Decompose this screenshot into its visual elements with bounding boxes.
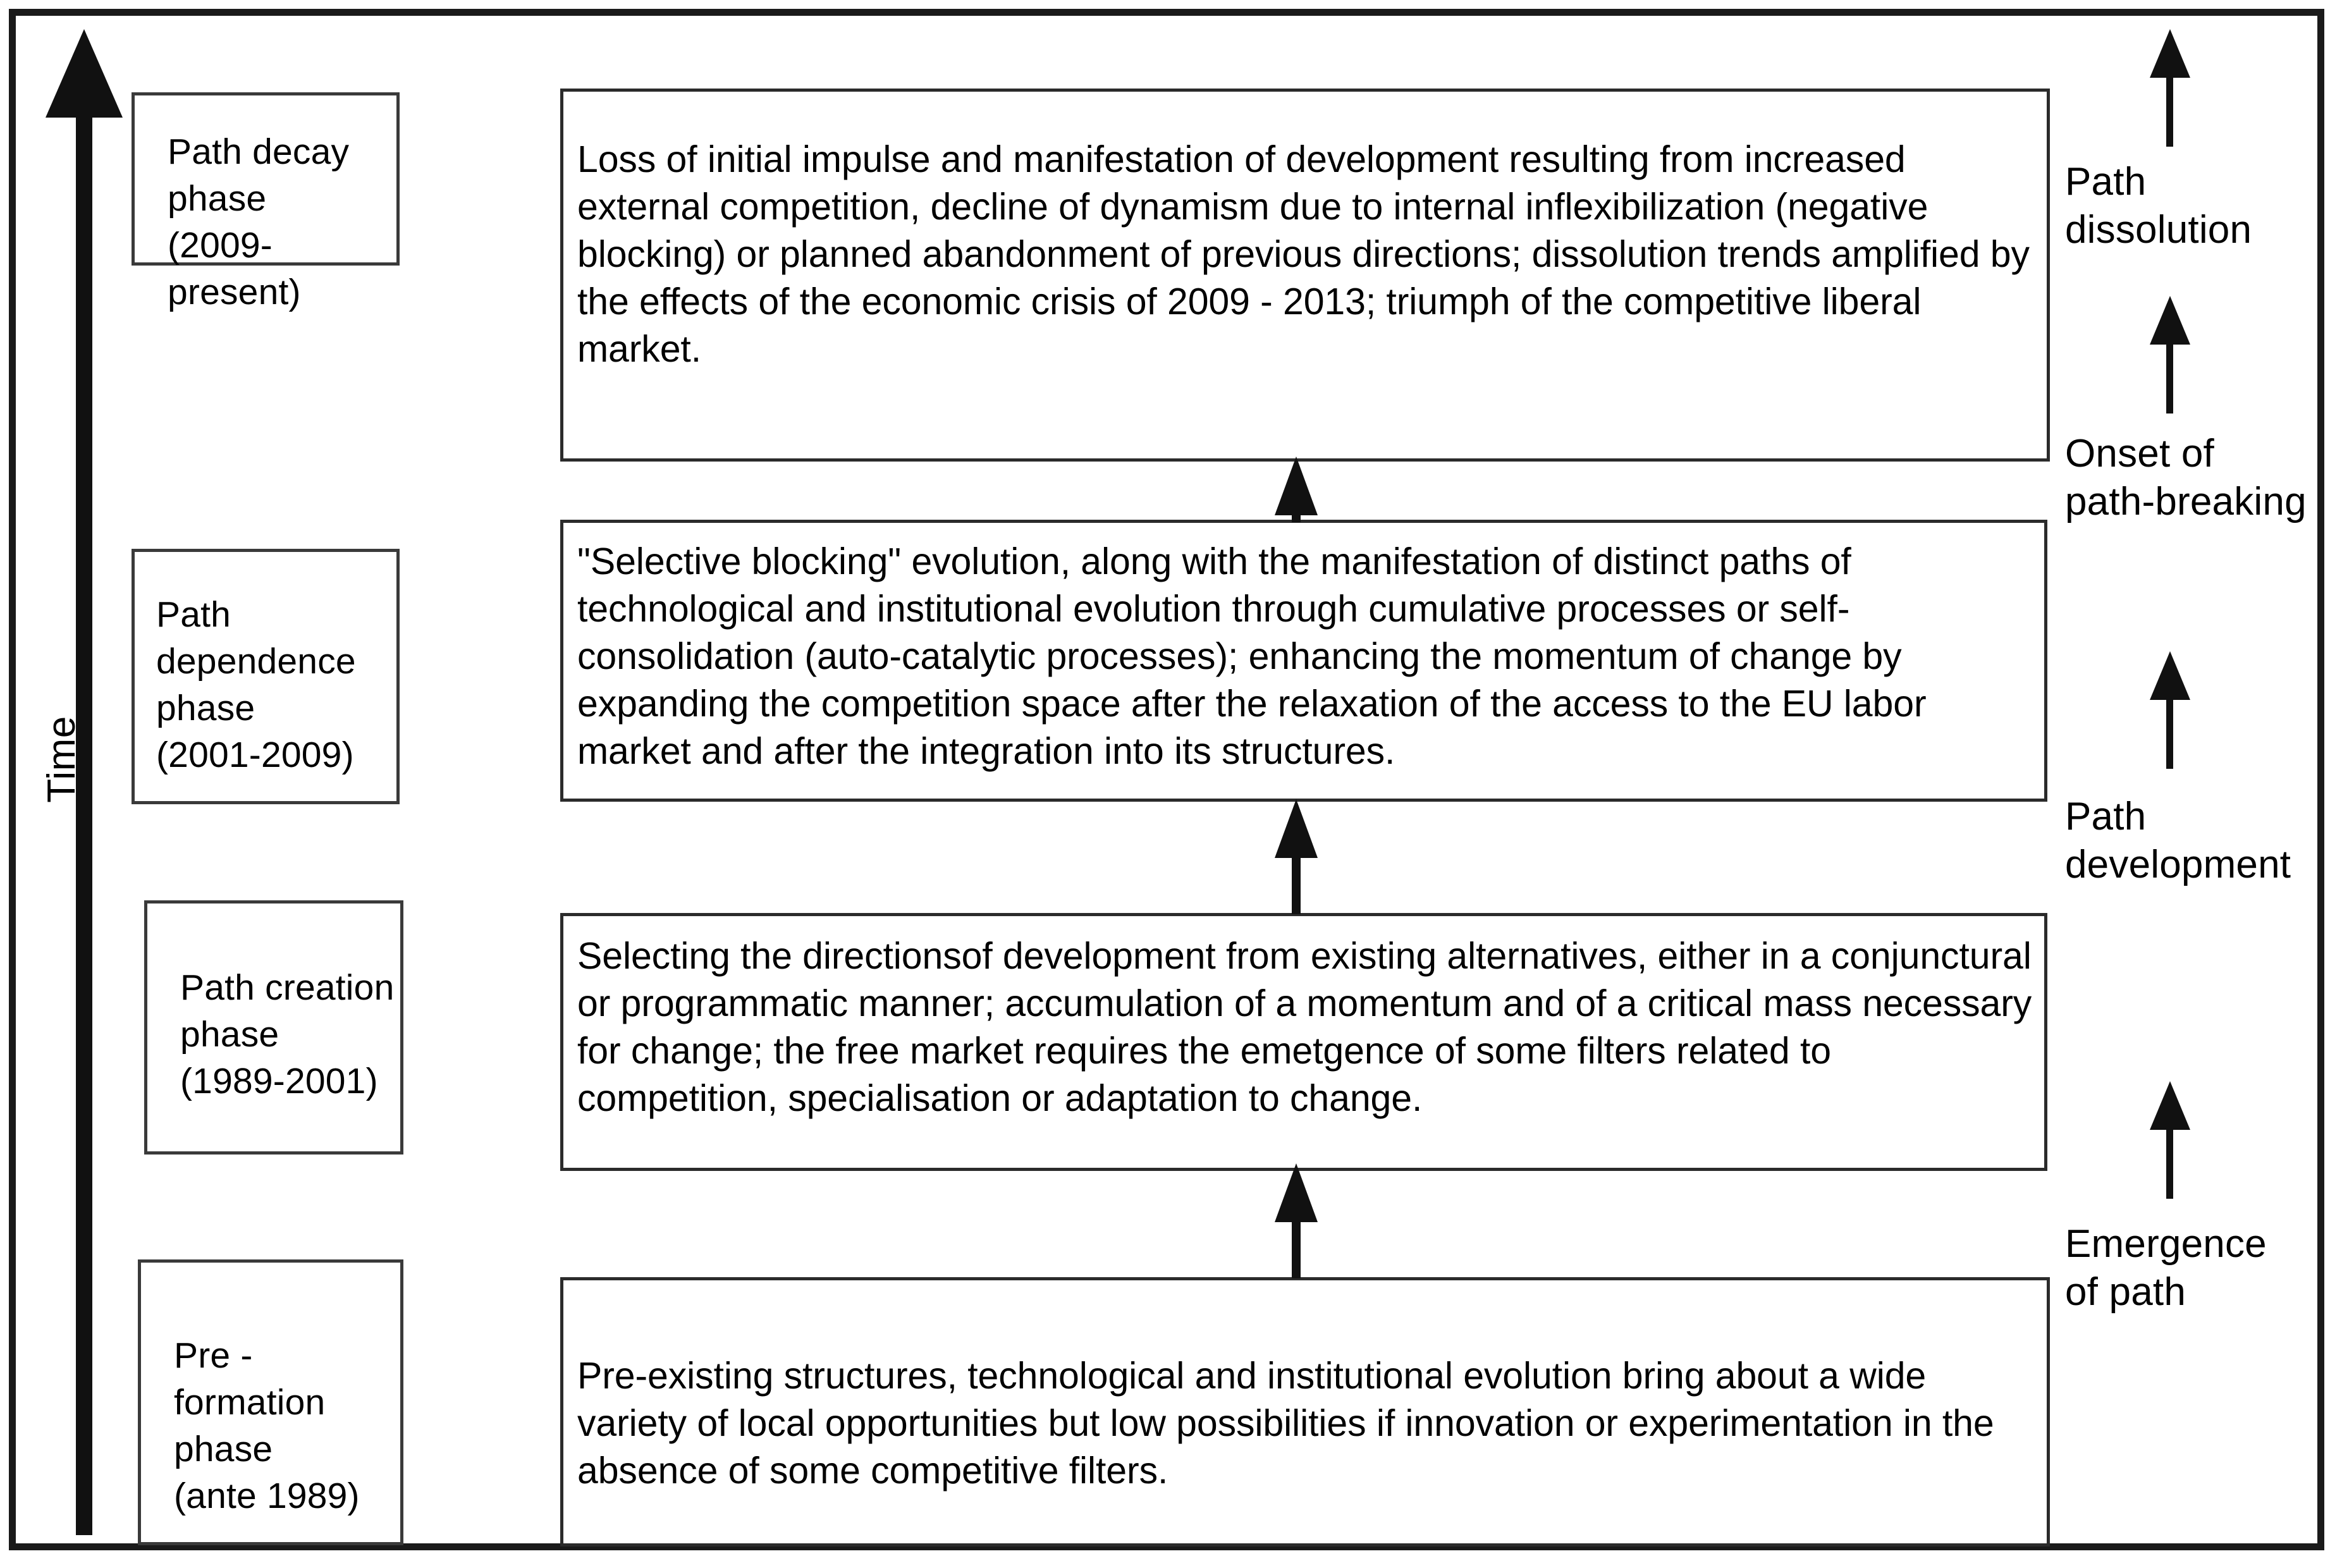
stage-label-path-dissolution: Path dissolution bbox=[2065, 160, 2252, 252]
stage-label-path-development: Path development bbox=[2065, 795, 2291, 886]
stage-label-emergence-of-path: Emergence of path bbox=[2065, 1222, 2267, 1314]
description-text-path-creation: Selecting the directionsof development f… bbox=[577, 935, 2032, 1119]
description-box-pre-formation[interactable]: Pre-existing structures, technological a… bbox=[560, 1277, 2050, 1547]
phase-label-path-dependence: Path dependence phase (2001-2009) bbox=[156, 594, 356, 776]
stage-arrowhead-emergence-of-path bbox=[2150, 1081, 2190, 1130]
description-text-path-decay: Loss of initial impulse and manifestatio… bbox=[577, 138, 2030, 370]
stage-shaft-path-dissolution bbox=[2166, 76, 2173, 147]
phase-label-path-creation: Path creation phase (1989-2001) bbox=[180, 967, 395, 1102]
description-box-path-decay[interactable]: Loss of initial impulse and manifestatio… bbox=[560, 89, 2050, 462]
connector-arrowhead-path-creation-to-path-dependence bbox=[1275, 799, 1318, 858]
figure-outer-frame bbox=[9, 9, 2324, 1550]
description-text-path-dependence: "Selective blocking" evolution, along wi… bbox=[577, 541, 1927, 772]
phase-box-path-dependence[interactable]: Path dependence phase (2001-2009) bbox=[132, 549, 400, 804]
phase-box-pre-formation[interactable]: Pre - formation phase (ante 1989) bbox=[138, 1259, 403, 1545]
connector-arrowhead-pre-formation-to-path-creation bbox=[1275, 1163, 1318, 1222]
stage-arrowhead-path-development bbox=[2150, 651, 2190, 700]
phase-label-path-decay: Path decay phase (2009-present) bbox=[168, 132, 350, 313]
phase-label-pre-formation: Pre - formation phase (ante 1989) bbox=[174, 1335, 360, 1517]
time-axis-shaft bbox=[76, 111, 92, 1535]
connector-shaft-pre-formation-to-path-creation bbox=[1292, 1215, 1301, 1278]
stage-shaft-onset-of-path-breaking bbox=[2166, 343, 2173, 413]
stage-arrowhead-path-dissolution bbox=[2150, 29, 2190, 78]
stage-shaft-emergence-of-path bbox=[2166, 1128, 2173, 1199]
stage-arrowhead-onset-of-path-breaking bbox=[2150, 296, 2190, 345]
stage-shaft-path-development bbox=[2166, 698, 2173, 769]
description-box-path-creation[interactable]: Selecting the directionsof development f… bbox=[560, 913, 2047, 1171]
description-text-pre-formation: Pre-existing structures, technological a… bbox=[577, 1355, 1994, 1491]
stage-label-onset-of-path-breaking: Onset of path-breaking bbox=[2065, 432, 2307, 524]
connector-shaft-path-creation-to-path-dependence bbox=[1292, 855, 1301, 914]
time-axis-arrowhead-icon bbox=[46, 29, 123, 118]
description-box-path-dependence[interactable]: "Selective blocking" evolution, along wi… bbox=[560, 520, 2047, 802]
connector-arrowhead-path-dependence-to-path-decay bbox=[1275, 456, 1318, 515]
phase-box-path-decay[interactable]: Path decay phase (2009-present) bbox=[132, 92, 400, 312]
time-axis-label: Time bbox=[40, 716, 83, 803]
phase-box-path-creation[interactable]: Path creation phase (1989-2001) bbox=[144, 900, 403, 1155]
